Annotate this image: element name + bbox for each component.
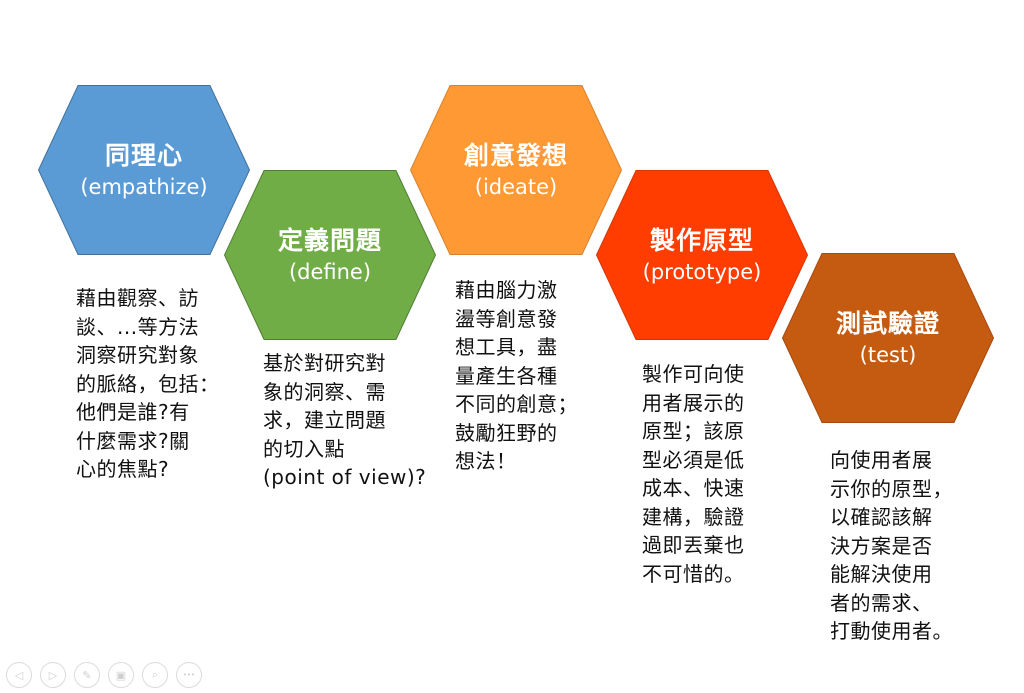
hexagon-define: 定義問題 (define)	[224, 170, 436, 340]
next-icon: ▷	[48, 668, 58, 682]
stage-title: 測試驗證	[835, 309, 940, 338]
description-prototype: 製作可向使 用者展示的 原型；該原 型必須是低 成本、快速 建構，驗證 過即丟棄…	[642, 362, 745, 586]
stage-title: 同理心	[104, 141, 183, 170]
stage-subtitle: (prototype)	[642, 260, 762, 284]
slides-icon: ▣	[115, 668, 127, 682]
magnifier-icon: ⌕	[151, 668, 159, 681]
stage-subtitle: (ideate)	[474, 175, 558, 199]
hexagon-test: 測試驗證 (test)	[782, 253, 994, 423]
slideshow-navigation: ◁ ▷ ✎ ▣ ⌕ •••	[6, 662, 202, 688]
slide-sorter-button[interactable]: ▣	[108, 662, 134, 688]
stage-subtitle: (empathize)	[80, 175, 208, 199]
description-empathize: 藉由觀察、訪 談、...等方法 洞察研究對象 的脈絡，包括： 他們是誰?有 什麼…	[76, 286, 220, 481]
previous-icon: ◁	[14, 668, 24, 682]
hexagon-shape	[224, 170, 436, 340]
description-test: 向使用者展 示你的原型， 以確認該解 決方案是否 能解決使用 者的需求、 打動使…	[830, 448, 953, 643]
stage-subtitle: (test)	[859, 343, 917, 367]
pen-icon: ✎	[82, 668, 92, 682]
zoom-button[interactable]: ⌕	[142, 662, 168, 688]
hexagon-shape	[38, 85, 250, 255]
stage-title: 製作原型	[649, 226, 754, 255]
pen-tool-button[interactable]: ✎	[74, 662, 100, 688]
stage-title: 定義問題	[277, 226, 382, 255]
hexagon-shape	[596, 170, 808, 340]
hexagon-shape	[410, 85, 622, 255]
previous-slide-button[interactable]: ◁	[6, 662, 32, 688]
next-slide-button[interactable]: ▷	[40, 662, 66, 688]
hexagon-empathize: 同理心 (empathize)	[38, 85, 250, 255]
hexagon-prototype: 製作原型 (prototype)	[596, 170, 808, 340]
description-define: 基於對研究對 象的洞察、需 求，建立問題 的切入點 (point of view…	[263, 351, 427, 489]
more-options-button[interactable]: •••	[176, 662, 202, 688]
hexagon-shape	[782, 253, 994, 423]
ellipsis-icon: •••	[182, 671, 196, 679]
stage-title: 創意發想	[463, 141, 568, 170]
stage-subtitle: (define)	[288, 260, 372, 284]
hexagon-ideate: 創意發想 (ideate)	[410, 85, 622, 255]
description-ideate: 藉由腦力激 盪等創意發 想工具，盡 量產生各種 不同的創意； 鼓勵狂野的 想法！	[455, 278, 578, 473]
